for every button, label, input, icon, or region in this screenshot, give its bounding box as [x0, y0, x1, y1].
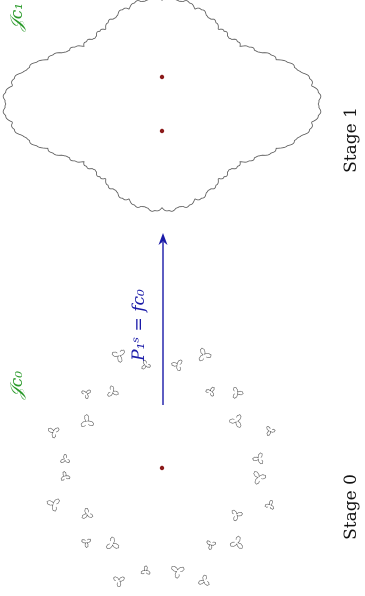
julia-set-c0-fragment: [113, 576, 125, 587]
julia-set-c0-fragment: [60, 471, 71, 481]
julia-set-c0-fragment: [198, 574, 210, 586]
point-c1-upper: [159, 74, 165, 80]
julia-set-c0-fragment: [46, 498, 60, 512]
julia-set-c0: [46, 347, 276, 587]
julia-set-c0-fragment: [229, 414, 242, 428]
julia-set-c0-fragment: [231, 509, 243, 522]
julia-set-c0-fragment: [60, 454, 70, 463]
julia-set-c0-fragment: [253, 471, 267, 485]
map-label: P₁ˢ = fc₀: [129, 289, 149, 362]
stage-label-0: Stage 0: [341, 474, 361, 540]
julia-set-c0-fragment: [81, 389, 91, 399]
julia-set-c0-fragment: [47, 427, 60, 439]
julia-set-c0-fragment: [81, 538, 92, 548]
julia-set-c1-boundary: [2, 0, 322, 212]
julia-set-c0-fragment: [105, 536, 120, 549]
julia-set-c0-fragment: [252, 452, 264, 465]
set-label-c1: 𝒥c₁: [7, 3, 27, 32]
julia-set-c0-fragment: [111, 349, 125, 363]
set-label-c0: 𝒥c₀: [7, 371, 27, 400]
julia-set-c0-fragment: [264, 500, 275, 510]
julia-set-c0-fragment: [141, 359, 152, 370]
julia-set-c0-fragment: [198, 347, 212, 362]
julia-set-c0-fragment: [140, 565, 151, 575]
julia-set-c0-fragment: [171, 566, 185, 579]
julia-set-c0-fragment: [229, 535, 243, 549]
stage-label-1: Stage 1: [341, 107, 361, 173]
julia-set-c0-fragment: [232, 387, 244, 399]
julia-set-c0-fragment: [81, 508, 94, 519]
julia-set-c1: [2, 0, 322, 212]
julia-set-c0-fragment: [171, 359, 183, 371]
point-c0: [159, 465, 165, 471]
julia-set-c0-fragment: [107, 385, 119, 397]
julia-set-c0-fragment: [266, 426, 276, 436]
point-c1-lower: [159, 128, 165, 134]
julia-set-c0-fragment: [80, 414, 94, 427]
map-arrow: [158, 233, 168, 405]
julia-set-c0-fragment: [205, 386, 215, 397]
julia-set-c0-fragment: [206, 540, 217, 550]
